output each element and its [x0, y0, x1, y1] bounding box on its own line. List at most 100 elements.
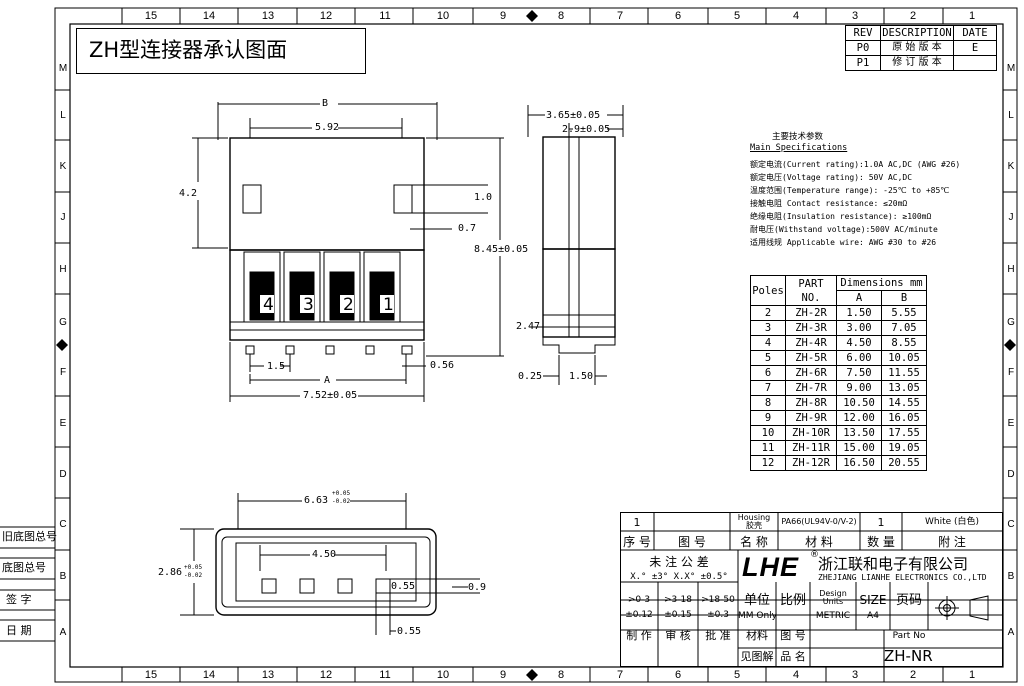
zone-row: F	[59, 367, 67, 378]
rev-header: REV	[845, 25, 881, 41]
side-label-signature: 签 字	[6, 593, 32, 606]
tb-tol-v1: ±0.12	[625, 610, 653, 620]
tb-row1-name-cn: 胶壳	[746, 521, 762, 530]
tb-size-value: A4	[867, 611, 879, 621]
zone-col: 14	[202, 669, 216, 681]
spec-line: 接触电阻 Contact resistance: ≤20mΩ	[750, 199, 908, 208]
title-block-grid	[620, 512, 1003, 667]
dim-table-cell: ZH-11R	[785, 440, 837, 456]
registered-mark: ®	[810, 550, 819, 560]
tb-metric: METRIC	[815, 611, 851, 621]
dim-table-cell: ZH-9R	[785, 410, 837, 426]
zone-row: H	[1007, 264, 1015, 275]
tb-tol-r2: >3-18	[664, 595, 692, 605]
tb-h-qty: 数 量	[867, 535, 895, 549]
zone-col: 4	[792, 10, 800, 22]
rev-cell	[953, 55, 997, 71]
tb-scale-label: 比例	[779, 593, 806, 608]
tb-drawing-label: 图 号	[780, 629, 806, 642]
zone-col: 7	[616, 669, 624, 681]
page-title: ZH型连接器承认图面	[89, 38, 288, 62]
pin-number: 2	[343, 295, 354, 315]
dim-table-header-b: B	[881, 290, 927, 306]
tb-tol-v3: ±0.3	[707, 610, 729, 620]
company-name-cn: 浙江联和电子有限公司	[818, 555, 969, 573]
rev-cell: 原 始 版 本	[880, 40, 954, 56]
tb-h-material: 材 料	[805, 535, 833, 549]
tb-page-label: 页码	[895, 593, 922, 608]
tb-tol-angle: X.° ±3° X.X° ±0.5°	[630, 572, 728, 582]
tb-row1-no: 1	[633, 516, 641, 529]
zone-row: G	[1007, 317, 1015, 328]
dim-0-25: 0.25	[518, 371, 543, 382]
dim-table-header-a: A	[836, 290, 882, 306]
dim-table-cell: 1.50	[836, 305, 882, 321]
dim-table-cell: 12.00	[836, 410, 882, 426]
dim-2-86: 2.86	[158, 567, 183, 578]
tb-design-units: Design Units	[819, 589, 847, 606]
dim-5-92: 5.92	[315, 122, 340, 133]
specifications: 主要技术参数 Main Specifications 额定电流(Current …	[750, 130, 1000, 250]
dim-table-cell: 5.55	[881, 305, 927, 321]
tb-material-label: 材料	[746, 629, 768, 642]
dim-2-86-tol-up: +0.05	[184, 564, 203, 571]
dim-table-cell: 6	[750, 365, 786, 381]
dim-table-cell: 8	[750, 395, 786, 411]
zone-col: 1	[968, 669, 976, 681]
tb-part-no-value: ZH-NR	[884, 647, 933, 665]
zone-col: 4	[792, 669, 800, 681]
zone-col: 8	[557, 10, 565, 22]
tb-row1-note: White (白色)	[924, 517, 980, 527]
zone-row: D	[59, 469, 67, 480]
dim-table-cell: 2	[750, 305, 786, 321]
dim-table-cell: 10	[750, 425, 786, 441]
zone-col: 15	[144, 10, 158, 22]
dim-table-cell: 19.05	[881, 440, 927, 456]
rev-header: DATE	[953, 25, 997, 41]
side-view-drawing	[527, 105, 624, 385]
dim-table-cell: 12	[750, 455, 786, 471]
tb-size-label: SIZE	[859, 593, 887, 607]
zone-col: 11	[379, 669, 391, 681]
dim-table-cell: 3.00	[836, 320, 882, 336]
dim-6-63-tol-up: +0.05	[332, 490, 351, 497]
zone-col: 13	[261, 669, 275, 681]
zone-col: 12	[319, 669, 333, 681]
dim-table-cell: ZH-7R	[785, 380, 837, 396]
zone-row: E	[59, 418, 67, 429]
dim-table-cell: ZH-6R	[785, 365, 837, 381]
zone-row: K	[1007, 161, 1015, 172]
tb-h-seq: 序 号	[623, 535, 651, 549]
zone-col: 9	[499, 669, 507, 681]
dim-table-cell: ZH-2R	[785, 305, 837, 321]
dim-6-63-tol-dn: -0.02	[332, 498, 351, 505]
zone-row: G	[59, 317, 67, 328]
dim-table-cell: 3	[750, 320, 786, 336]
revision-table: REV DESCRIPTION DATE P0 原 始 版 本 E P1 修 订…	[845, 25, 997, 71]
tb-approve: 批 准	[705, 629, 731, 642]
spec-line: 额定电压(Voltage rating): 50V AC,DC	[750, 173, 913, 182]
tb-h-name: 名 称	[740, 535, 768, 549]
dim-table-cell: 15.00	[836, 440, 882, 456]
zone-row: H	[59, 264, 67, 275]
zone-row: B	[1007, 571, 1015, 582]
spec-line: 温度范围(Temperature range): -25℃ to +85℃	[750, 186, 950, 195]
tb-made: 制 作	[626, 629, 652, 642]
dim-table-cell: 17.55	[881, 425, 927, 441]
dim-2-9: 2.9±0.05	[562, 124, 611, 135]
dim-4-50: 4.50	[312, 549, 337, 560]
front-view-drawing	[192, 102, 504, 402]
dim-table-cell: 5	[750, 350, 786, 366]
dim-0-56: 0.56	[430, 360, 455, 371]
zone-col: 14	[202, 10, 216, 22]
zone-col: 9	[499, 10, 507, 22]
dim-table-cell: 11	[750, 440, 786, 456]
tb-unit-label: 单位	[743, 593, 770, 608]
pin-number: 3	[303, 295, 314, 315]
